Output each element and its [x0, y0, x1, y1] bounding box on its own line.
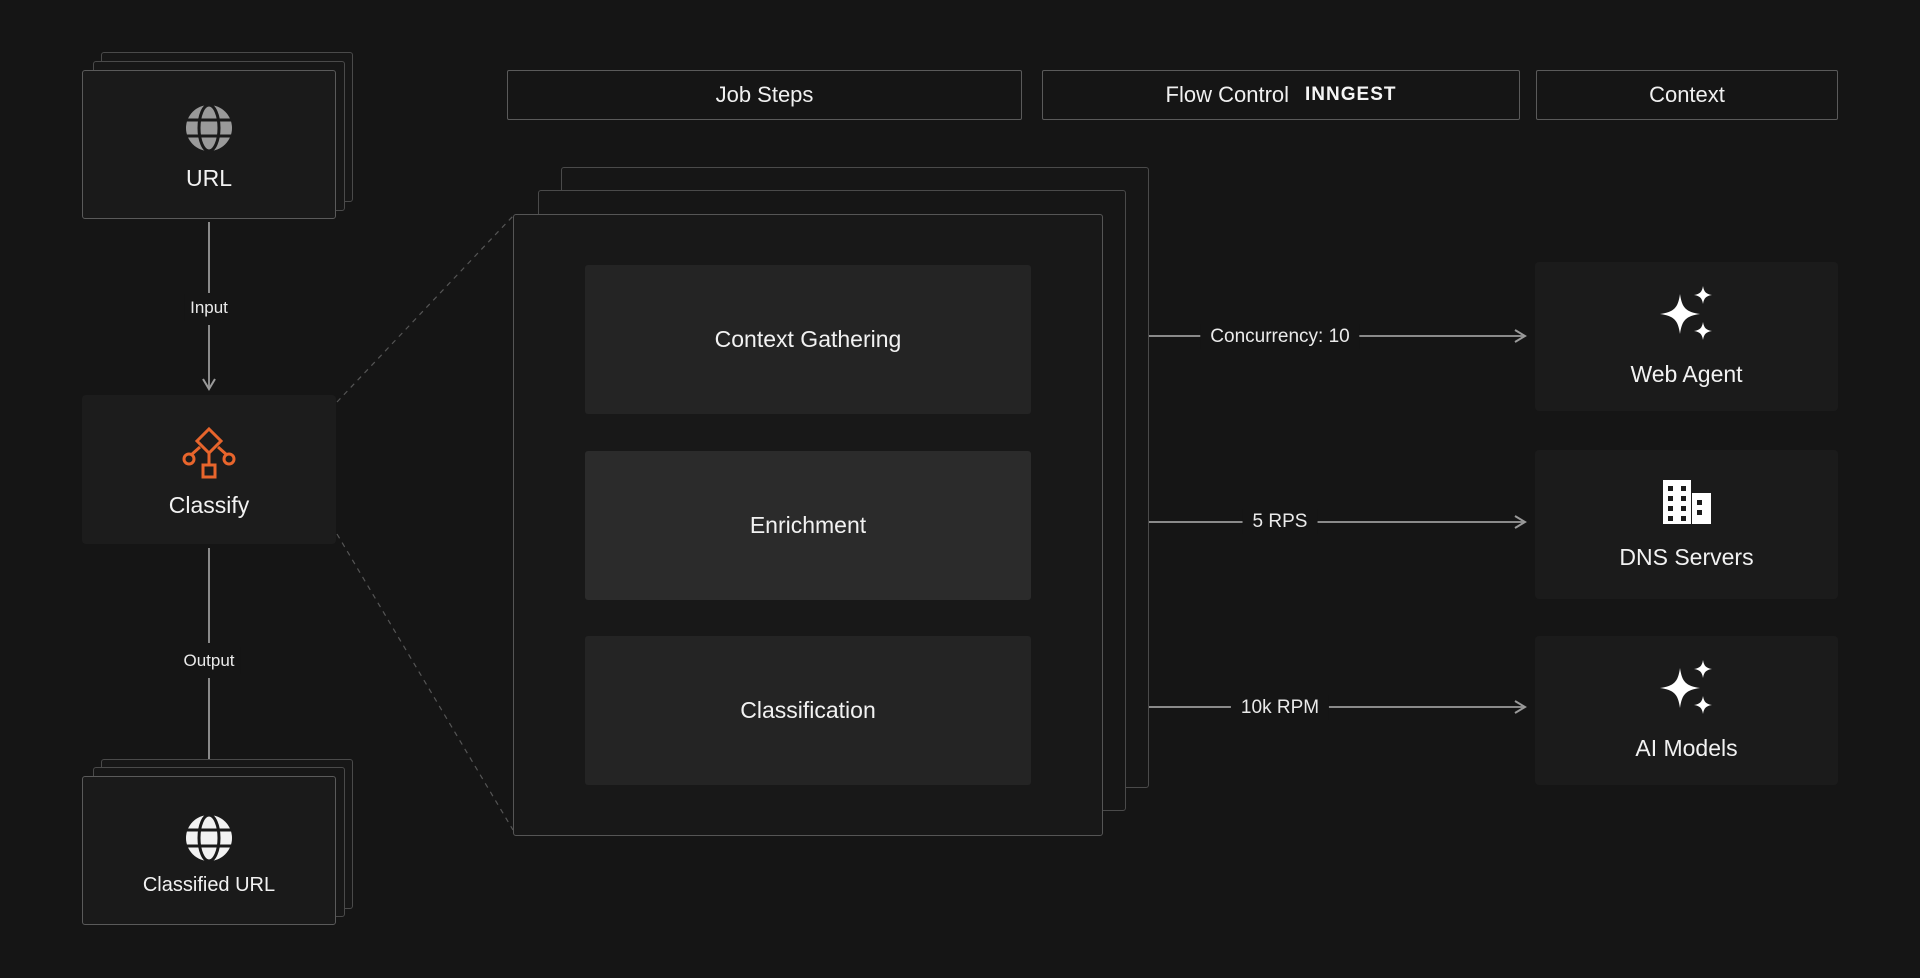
steps-panel: Context Gathering Enrichment Classificat…: [513, 214, 1103, 836]
zoom-line-bottom: [336, 533, 514, 831]
context-dns-servers: DNS Servers: [1535, 450, 1838, 599]
context-label: AI Models: [1635, 734, 1738, 761]
output-label: Output: [177, 647, 241, 674]
header-context-label: Context: [1649, 82, 1725, 107]
zoom-line-top: [336, 215, 514, 403]
input-label-wrap: Input: [184, 294, 234, 321]
context-label: DNS Servers: [1619, 543, 1754, 570]
url-card: URL: [82, 70, 336, 219]
sparkles-icon: [1658, 285, 1716, 347]
rate-label-rpm: 10k RPM: [1230, 695, 1330, 720]
sparkles-icon: [1658, 659, 1716, 721]
step-classification: Classification: [585, 636, 1031, 785]
rate-label-wrap: Concurrency: 10: [1200, 324, 1360, 349]
step-enrichment: Enrichment: [585, 451, 1031, 600]
step-label: Enrichment: [749, 512, 867, 538]
classified-url-label: Classified URL: [142, 874, 276, 896]
classify-node: Classify: [82, 395, 336, 544]
globe-icon: [83, 813, 335, 868]
header-job-steps: Job Steps: [507, 70, 1022, 120]
header-job-steps-label: Job Steps: [715, 82, 814, 107]
building-icon: [1662, 479, 1712, 530]
context-web-agent: Web Agent: [1535, 262, 1838, 411]
step-label: Context Gathering: [714, 326, 902, 352]
workflow-icon: [82, 425, 336, 486]
context-ai-models: AI Models: [1535, 636, 1838, 785]
header-flow-control-label: Flow Control: [1165, 82, 1290, 107]
header-context: Context: [1536, 70, 1838, 120]
globe-icon: [83, 103, 335, 158]
url-label: URL: [185, 165, 232, 191]
output-label-wrap: Output: [177, 647, 241, 674]
classified-url-card: Classified URL: [82, 776, 336, 925]
context-label: Web Agent: [1630, 360, 1743, 387]
classify-label: Classify: [168, 492, 250, 518]
rate-label-wrap: 5 RPS: [1242, 509, 1318, 534]
header-flow-control: Flow Control INNGEST: [1042, 70, 1520, 120]
rate-label-wrap: 10k RPM: [1230, 695, 1330, 720]
step-label: Classification: [740, 697, 876, 723]
input-label: Input: [184, 294, 234, 321]
inngest-logo: INNGEST: [1305, 84, 1397, 105]
rate-label-rps: 5 RPS: [1242, 509, 1318, 534]
rate-label-concurrency: Concurrency: 10: [1200, 324, 1360, 349]
step-context-gathering: Context Gathering: [585, 265, 1031, 414]
